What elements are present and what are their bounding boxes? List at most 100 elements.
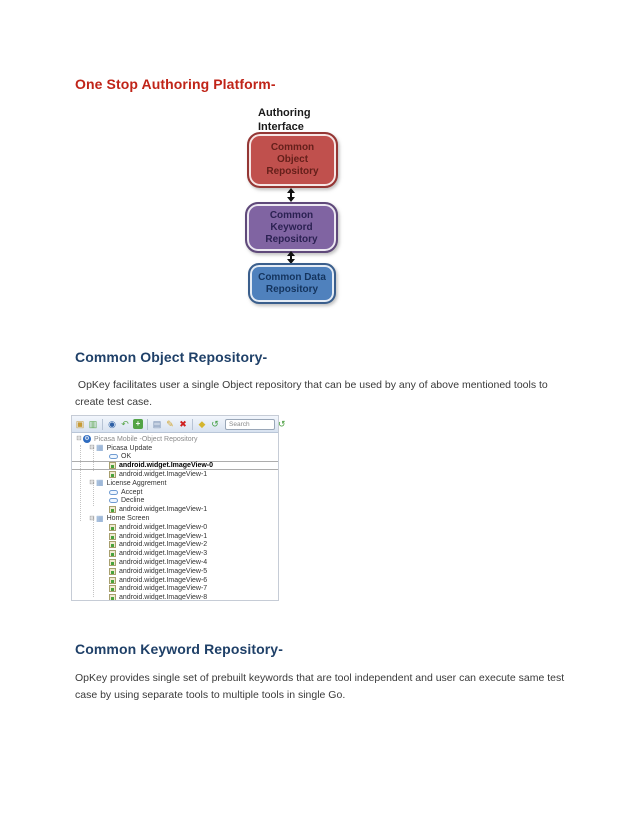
tree-node-label: License Aggrement: [106, 479, 167, 487]
arrow-up-icon: [286, 251, 295, 256]
sync-icon[interactable]: ↺: [211, 418, 219, 429]
tree-row[interactable]: ⊟android.widget.ImageView-3: [72, 549, 278, 558]
tree-node-label: android.widget.ImageView-8: [119, 594, 208, 600]
tree-row[interactable]: ⊟android.widget.ImageView-0: [72, 523, 278, 532]
paragraph-object-repository: OpKey facilitates user a single Object r…: [75, 379, 551, 408]
image-icon: [109, 559, 116, 567]
connector-arrow: [286, 188, 295, 202]
heading-one-stop-authoring-platform: One Stop Authoring Platform-: [75, 76, 276, 92]
tree-row[interactable]: ⊟android.widget.ImageView-4: [72, 558, 278, 567]
arrow-down-icon: [286, 197, 295, 202]
open-repo-icon[interactable]: ▥: [88, 418, 98, 429]
image-icon: [109, 585, 116, 593]
tree-row[interactable]: ⊟android.widget.ImageView-1: [72, 532, 278, 541]
image-icon: [109, 471, 116, 479]
tree-node-label: Accept: [121, 488, 143, 496]
tree-guide-line: [80, 445, 81, 521]
tree-node-label: Picasa Update: [106, 444, 153, 452]
object-tree: ⊟⚙Picasa Mobile -Object Repository⊟▦Pica…: [72, 433, 278, 600]
arrow-line: [289, 256, 292, 259]
expander-icon[interactable]: ⊟: [89, 514, 95, 522]
tree-node-label: android.widget.ImageView-3: [119, 550, 208, 558]
button-icon: [109, 454, 118, 460]
toolbar-separator: [147, 418, 148, 430]
image-icon: [109, 576, 116, 584]
image-icon: [109, 506, 116, 514]
button-icon: [109, 498, 118, 504]
toolbar-separator: [102, 418, 103, 430]
tree-guide-line: [93, 447, 94, 471]
expander-icon[interactable]: ⊟: [89, 479, 95, 487]
heading-common-object-repository: Common Object Repository-: [75, 349, 268, 365]
tree-node-label: android.widget.ImageView-6: [119, 576, 208, 584]
tree-row[interactable]: ⊟android.widget.ImageView-1: [72, 470, 278, 479]
tree-guide-line: [93, 517, 94, 597]
new-suite-icon[interactable]: ▣: [75, 418, 85, 429]
tree-node-label: OK: [121, 453, 132, 461]
tree-row[interactable]: ⊟Decline: [72, 497, 278, 506]
tree-row[interactable]: ⊟⚙Picasa Mobile -Object Repository: [72, 435, 278, 444]
image-icon: [109, 594, 116, 600]
tree-row[interactable]: ⊟Accept: [72, 488, 278, 497]
image-icon: [109, 541, 116, 549]
tree-row[interactable]: ⊟android.widget.ImageView-7: [72, 585, 278, 594]
expander-icon[interactable]: ⊟: [89, 444, 95, 452]
heading-common-keyword-repository: Common Keyword Repository-: [75, 641, 283, 657]
gear-icon: ⚙: [83, 435, 91, 444]
tree-row[interactable]: ⊟android.widget.ImageView-6: [72, 576, 278, 585]
save-icon[interactable]: ▤: [152, 418, 162, 429]
tree-node-label: android.widget.ImageView-7: [119, 585, 208, 593]
tree-node-label: android.widget.ImageView-1: [119, 471, 208, 479]
folder-icon: ▦: [96, 478, 104, 488]
globe-icon[interactable]: ◉: [108, 418, 116, 429]
common-object-repository-box: Common Object Repository: [247, 132, 338, 188]
tree-node-label: Home Screen: [106, 515, 150, 523]
tree-row[interactable]: ⊟android.widget.ImageView-2: [72, 541, 278, 550]
tree-row[interactable]: ⊟android.widget.ImageView-5: [72, 567, 278, 576]
connector-arrow: [286, 251, 295, 264]
tree-row[interactable]: ⊟▦Picasa Update: [72, 444, 278, 453]
arrow-up-icon: [286, 188, 295, 193]
tree-node-label: android.widget.ImageView-5: [119, 567, 208, 575]
image-icon: [109, 567, 116, 575]
tree-guide-line: [93, 482, 94, 506]
arrow-down-icon: [286, 259, 295, 264]
image-icon: [109, 532, 116, 540]
arrow-line: [289, 193, 292, 197]
tree-row[interactable]: ⊟android.widget.ImageView-1: [72, 505, 278, 514]
toolbar-separator: [192, 418, 193, 430]
lock-icon[interactable]: ◆: [198, 418, 206, 429]
folder-icon: ▦: [96, 513, 104, 523]
repo-toolbar: ▣▥ ◉ ↶ + ▤ ✎ ✖ ◆ ↺ ↺: [72, 416, 286, 433]
tree-node-label: android.widget.ImageView-0: [119, 523, 208, 531]
edit-icon[interactable]: ✎: [166, 418, 174, 429]
tree-node-label: android.widget.ImageView-2: [119, 541, 208, 549]
common-data-repository-box: Common Data Repository: [248, 263, 336, 304]
common-keyword-repository-box: Common Keyword Repository: [245, 202, 338, 253]
add-icon[interactable]: +: [133, 419, 143, 429]
tree-row[interactable]: ⊟▦License Aggrement: [72, 479, 278, 488]
paragraph-keyword-repository: OpKey provides single set of prebuilt ke…: [75, 672, 568, 701]
refresh-search-icon[interactable]: ↺: [278, 418, 286, 429]
tree-node-label: Decline: [121, 497, 145, 505]
diagram-title: Authoring Interface: [258, 107, 311, 133]
image-icon: [109, 523, 116, 531]
tree-node-label: android.widget.ImageView-1: [119, 532, 208, 540]
tree-node-label: android.widget.ImageView-4: [119, 559, 208, 567]
tree-node-label: Picasa Mobile -Object Repository: [94, 435, 198, 443]
repo-toolbar-icons: ▣▥ ◉ ↶ + ▤ ✎ ✖ ◆ ↺: [75, 418, 220, 430]
tree-row[interactable]: ⊟▦Home Screen: [72, 514, 278, 523]
tree-node-label: android.widget.ImageView-0: [119, 462, 214, 470]
tree-row[interactable]: ⊟android.widget.ImageView-0: [72, 461, 278, 471]
folder-icon: ▦: [96, 443, 104, 453]
tree-row[interactable]: ⊟android.widget.ImageView-8: [72, 593, 278, 600]
image-icon: [109, 550, 116, 558]
delete-icon[interactable]: ✖: [179, 418, 187, 429]
image-icon: [109, 462, 116, 470]
undo-icon[interactable]: ↶: [121, 418, 129, 429]
expander-icon[interactable]: ⊟: [76, 435, 82, 443]
tree-row[interactable]: ⊟OK: [72, 453, 278, 462]
search-input[interactable]: [225, 418, 275, 430]
repo-screenshot: ▣▥◉↶+▤✎✖◆↺ ↺ ⊟⚙Picasa Mobile -Object Rep…: [71, 415, 286, 601]
